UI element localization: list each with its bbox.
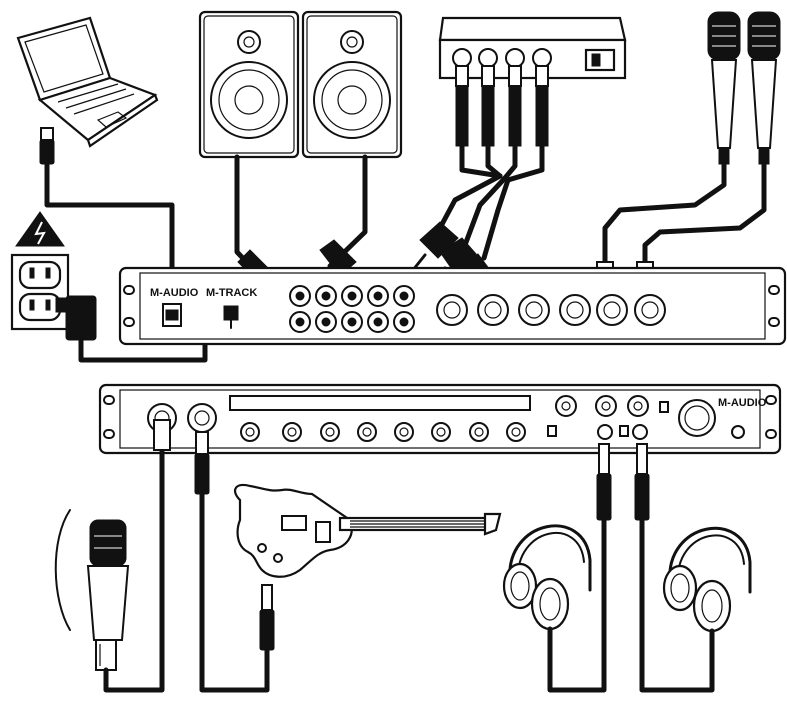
front-trs-plug: [194, 431, 210, 495]
power-outlet-icon: [10, 253, 70, 331]
usb-plug-icon: [39, 127, 55, 165]
front-knob-row: [240, 422, 526, 442]
guitar-cable-plug: [259, 584, 275, 651]
front-xlr-plug: [153, 419, 171, 451]
electrical-warning-icon: [15, 211, 65, 247]
rear-model-label: M-TRACK: [206, 287, 257, 299]
condenser-microphone-icon: [54, 509, 130, 671]
studio-monitor-left: [198, 10, 300, 159]
power-adapter-icon: [55, 295, 97, 341]
external-processor-icon: [438, 16, 627, 80]
laptop-icon: [16, 16, 159, 148]
headphone-plug-1: [596, 443, 612, 521]
studio-monitor-right: [301, 10, 403, 159]
rear-panel: M-AUDIO M-TRACK: [118, 266, 787, 346]
rear-trs-jacks: [289, 285, 415, 333]
rear-brand-label: M-AUDIO: [150, 287, 199, 299]
front-panel: M-AUDIO: [98, 383, 782, 455]
electric-guitar-icon: [233, 483, 502, 578]
headphones-icon-2: [662, 526, 752, 633]
microphone-icon: [707, 11, 741, 165]
rear-combo-inputs: [436, 294, 666, 326]
microphone-icon-2: [747, 11, 781, 165]
headphones-icon: [502, 524, 592, 631]
front-brand-label: M-AUDIO: [718, 397, 767, 409]
headphone-plug-2: [634, 443, 650, 521]
